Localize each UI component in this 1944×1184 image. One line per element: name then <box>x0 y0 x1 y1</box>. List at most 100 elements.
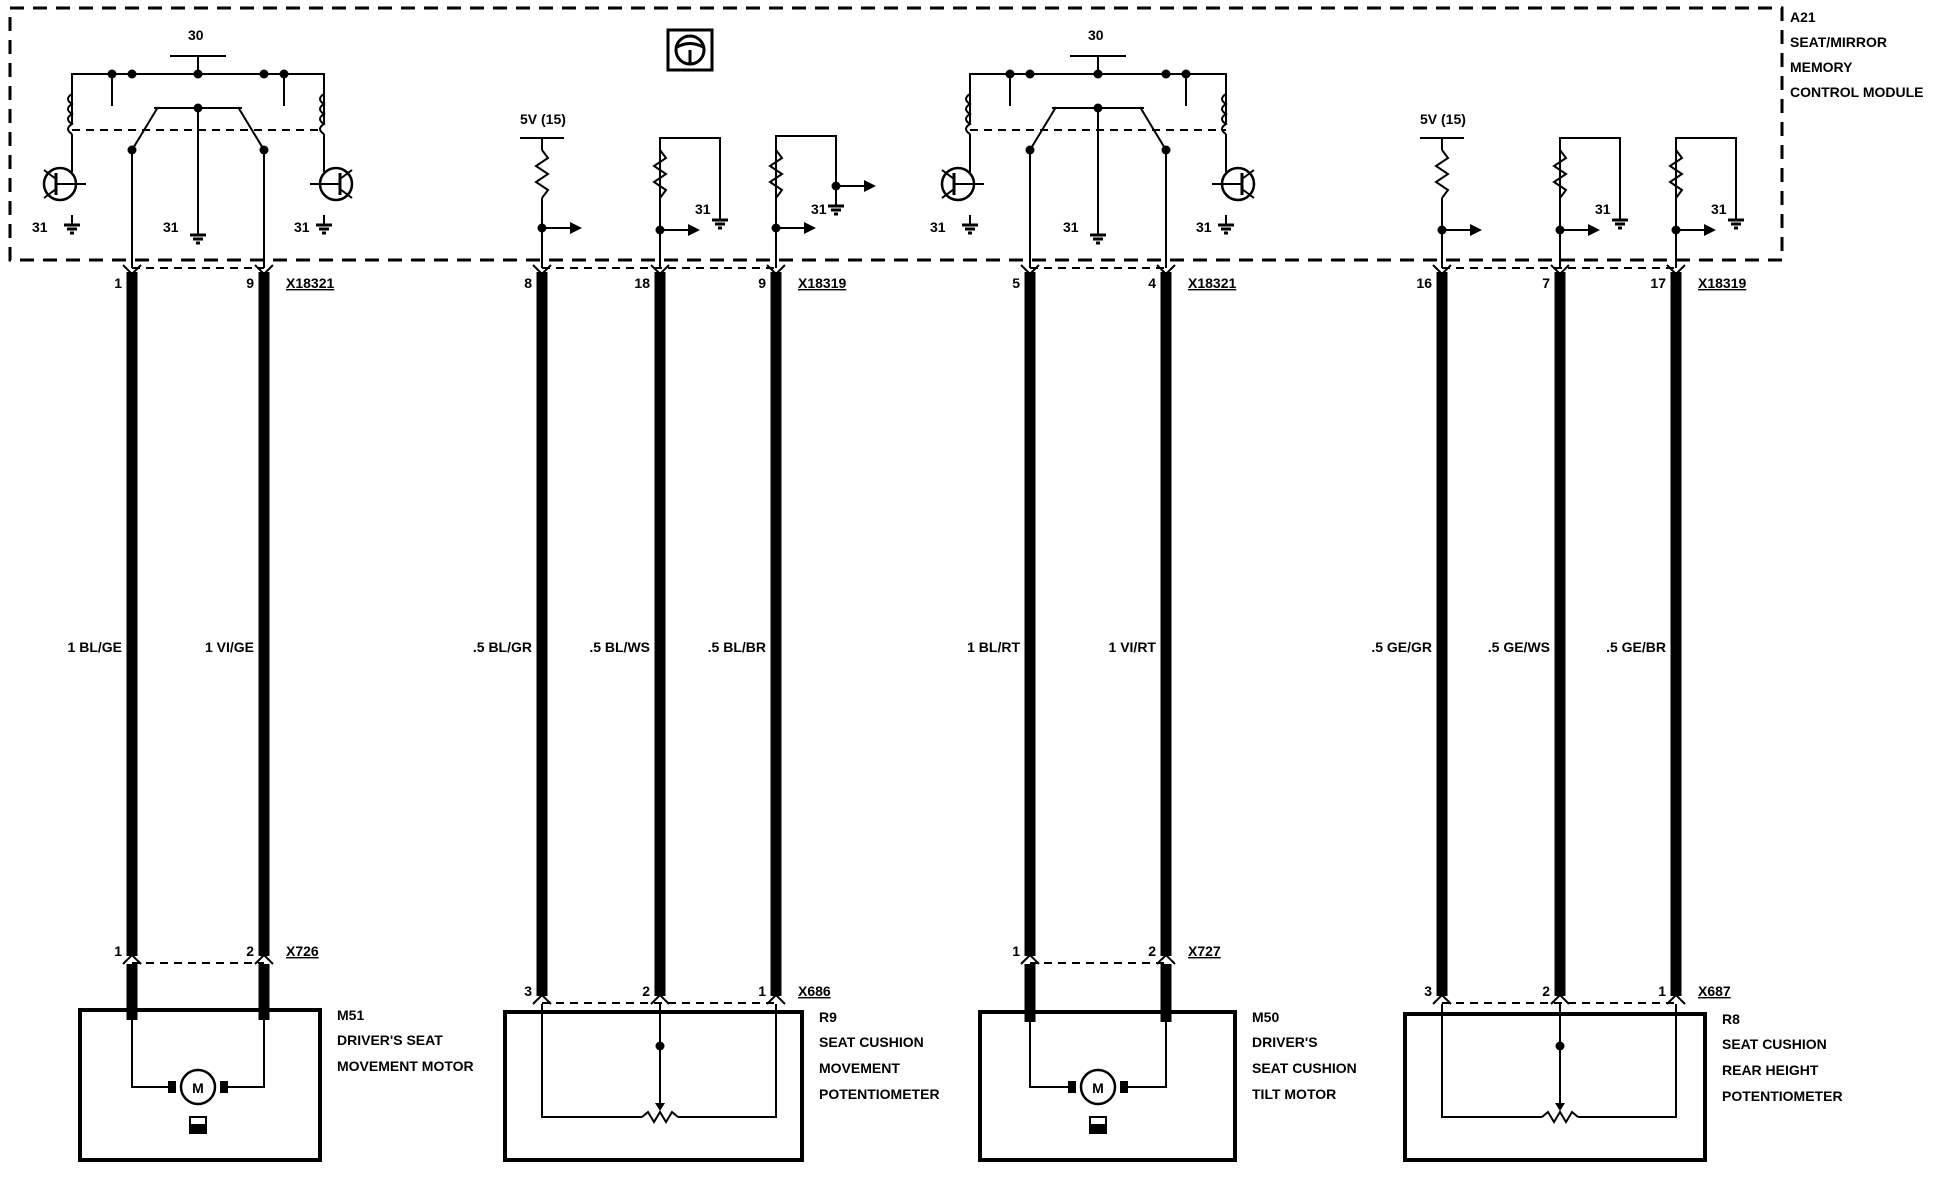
component-id: R9 <box>819 1009 837 1025</box>
resistor-icon <box>768 149 784 199</box>
component-name-line: REAR HEIGHT <box>1722 1062 1819 1078</box>
component-id: M51 <box>337 1007 364 1023</box>
pin-icon <box>122 264 142 276</box>
resistor-icon <box>1668 149 1684 199</box>
arrow-right-icon <box>570 222 582 234</box>
junction-dot <box>127 69 137 79</box>
junction-dot <box>193 69 203 79</box>
relay-switch-icon <box>1139 106 1167 151</box>
ground-label-31: 31 <box>811 201 827 217</box>
relay-switch-icon <box>1029 106 1057 151</box>
component-name-line: DRIVER'S SEAT <box>337 1032 443 1048</box>
pin-number-bottom: 1 <box>758 983 766 999</box>
pin-number-bottom: 3 <box>1424 983 1432 999</box>
component-name-line: MOVEMENT <box>819 1060 900 1076</box>
pin-icon <box>254 264 274 276</box>
pin-icon <box>1432 264 1452 276</box>
component-box <box>1403 1012 1707 1162</box>
pin-number-bottom: 1 <box>114 943 122 959</box>
ground-label-31: 31 <box>930 219 946 235</box>
component-name-line: SEAT CUSHION <box>1722 1036 1827 1052</box>
component-name-line: TILT MOTOR <box>1252 1086 1336 1102</box>
battery-label-30: 30 <box>188 27 204 43</box>
ground-label-31: 31 <box>32 219 48 235</box>
component-box <box>978 1010 1237 1162</box>
relay-coil-icon <box>965 93 972 135</box>
potentiometer-icon <box>1541 1110 1579 1124</box>
pin-number-top: 9 <box>758 275 766 291</box>
transistor-collector <box>1241 169 1255 180</box>
motor-brush <box>1120 1081 1128 1093</box>
relay-coil-icon <box>67 93 74 135</box>
ground-icon <box>828 196 844 216</box>
wire <box>1675 137 1737 268</box>
wire-color-label: .5 GE/WS <box>1488 639 1550 655</box>
ground-label-31: 31 <box>294 219 310 235</box>
wire <box>224 1010 265 1088</box>
steering-wheel-frame <box>666 28 714 72</box>
resistor-icon <box>652 149 668 199</box>
component-name-line: POTENTIOMETER <box>819 1086 940 1102</box>
module-name-line: CONTROL MODULE <box>1790 84 1924 100</box>
ground-icon <box>1728 210 1744 230</box>
connector-id-top: X18319 <box>798 275 846 291</box>
component-name-line: SEAT CUSHION <box>819 1034 924 1050</box>
motor-symbol-label: M <box>192 1080 204 1096</box>
junction-dot <box>1555 1041 1565 1051</box>
pin-icon <box>1156 953 1176 965</box>
pin-icon <box>1020 264 1040 276</box>
reference-voltage-label: 5V (15) <box>1420 111 1466 127</box>
pin-number-top: 9 <box>246 275 254 291</box>
connector-id-top: X18321 <box>286 275 334 291</box>
arrow-right-icon <box>1588 224 1600 236</box>
transistor-emitter <box>941 188 955 199</box>
pin-number-bottom: 1 <box>1012 943 1020 959</box>
wire <box>775 135 837 268</box>
wire-color-label: .5 GE/BR <box>1606 639 1666 655</box>
pin-number-top: 5 <box>1012 275 1020 291</box>
wiper-arrow-icon <box>655 1103 665 1111</box>
connector-id-top: X18319 <box>1698 275 1746 291</box>
pin-icon <box>650 993 670 1005</box>
ground-icon <box>190 225 206 245</box>
wiper-arrow-icon <box>1555 1103 1565 1111</box>
motor-brush <box>220 1081 228 1093</box>
pin-icon <box>254 953 274 965</box>
pin-icon <box>766 264 786 276</box>
pin-icon <box>1432 993 1452 1005</box>
pin-number-bottom: 1 <box>1658 983 1666 999</box>
junction-dot <box>1025 69 1035 79</box>
arrow-right-icon <box>864 180 876 192</box>
pin-icon <box>532 993 552 1005</box>
motor-icon <box>179 1068 217 1106</box>
ground-icon <box>962 215 978 235</box>
wire <box>1578 1014 1677 1118</box>
wire <box>1559 137 1621 268</box>
resistor-icon <box>534 149 550 199</box>
junction-dot <box>1093 69 1103 79</box>
wire-color-label: .5 GE/GR <box>1371 639 1432 655</box>
wire <box>1441 1014 1542 1118</box>
potentiometer-icon <box>641 1110 679 1124</box>
wire <box>541 1012 642 1118</box>
transistor-collector <box>43 169 57 180</box>
wire-color-label: 1 VI/RT <box>1109 639 1157 655</box>
ground-label-31: 31 <box>695 201 711 217</box>
junction-dot <box>655 1041 665 1051</box>
pin-icon <box>122 953 142 965</box>
transistor-collector <box>339 169 353 180</box>
pin-icon <box>1020 953 1040 965</box>
connector-id-top: X18321 <box>1188 275 1236 291</box>
arrow-right-icon <box>1704 224 1716 236</box>
wire-color-label: .5 BL/BR <box>708 639 766 655</box>
module-name-line: SEAT/MIRROR <box>1790 34 1887 50</box>
pin-icon <box>1550 264 1570 276</box>
relay-switch-icon <box>131 106 159 151</box>
ground-label-31: 31 <box>1595 201 1611 217</box>
transistor-emitter <box>1241 188 1255 199</box>
ground-icon <box>712 210 728 230</box>
pin-number-top: 8 <box>524 275 532 291</box>
pin-number-bottom: 2 <box>642 983 650 999</box>
pin-number-top: 17 <box>1650 275 1666 291</box>
pin-number-bottom: 3 <box>524 983 532 999</box>
